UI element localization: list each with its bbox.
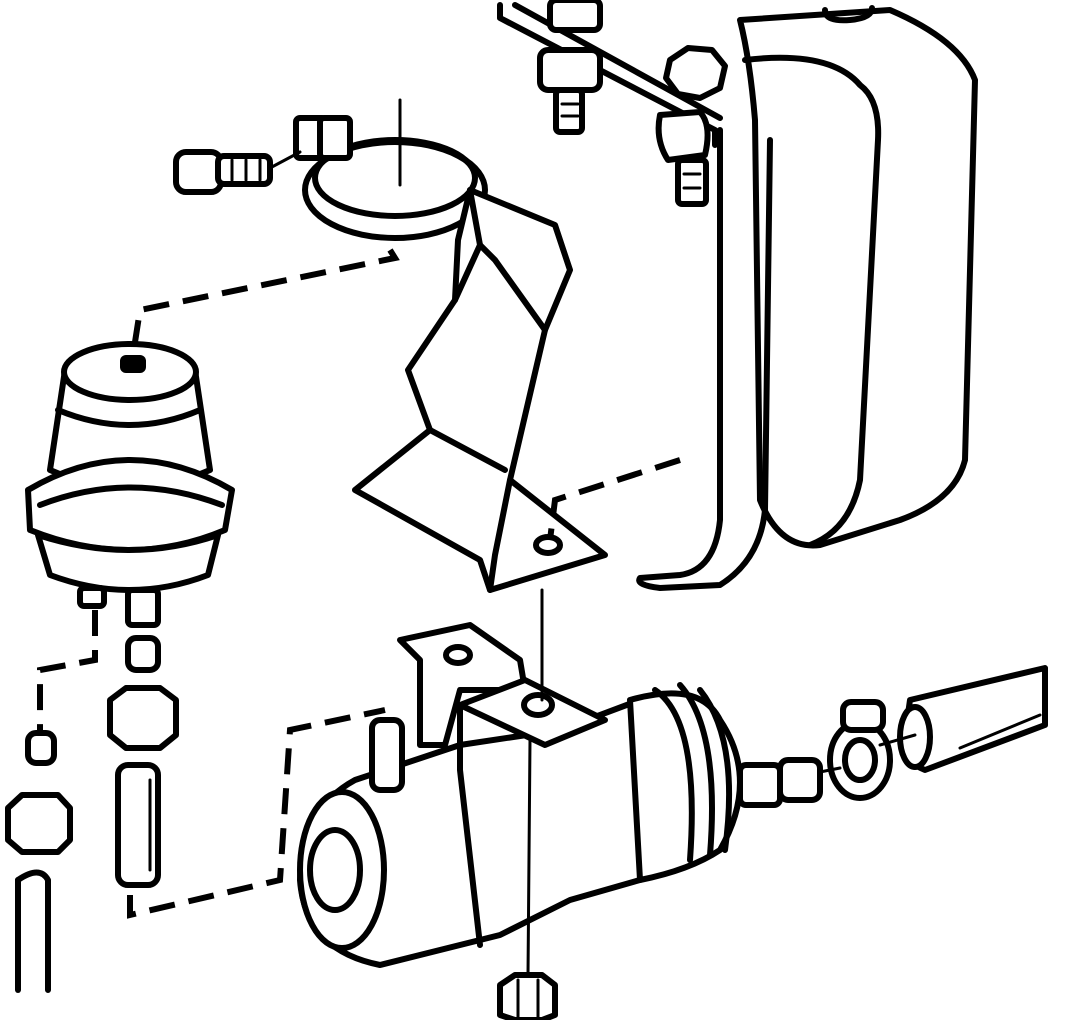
- outlet-fittings: [737, 699, 893, 808]
- bottom-nut: [497, 972, 558, 1020]
- clamp-ring: [293, 98, 488, 241]
- brake-booster-cylinder: [297, 622, 743, 968]
- mounting-bracket: [352, 187, 608, 593]
- clamp-bolt: [173, 149, 302, 195]
- fluid-reservoir: [636, 5, 978, 591]
- hose: [897, 665, 1048, 773]
- reservoir-nut-top: [537, 0, 603, 135]
- assembly-guides: [37, 248, 917, 977]
- servo-fittings: [5, 635, 179, 993]
- vacuum-servo: [25, 341, 235, 628]
- reservoir-nut-right: [655, 45, 728, 207]
